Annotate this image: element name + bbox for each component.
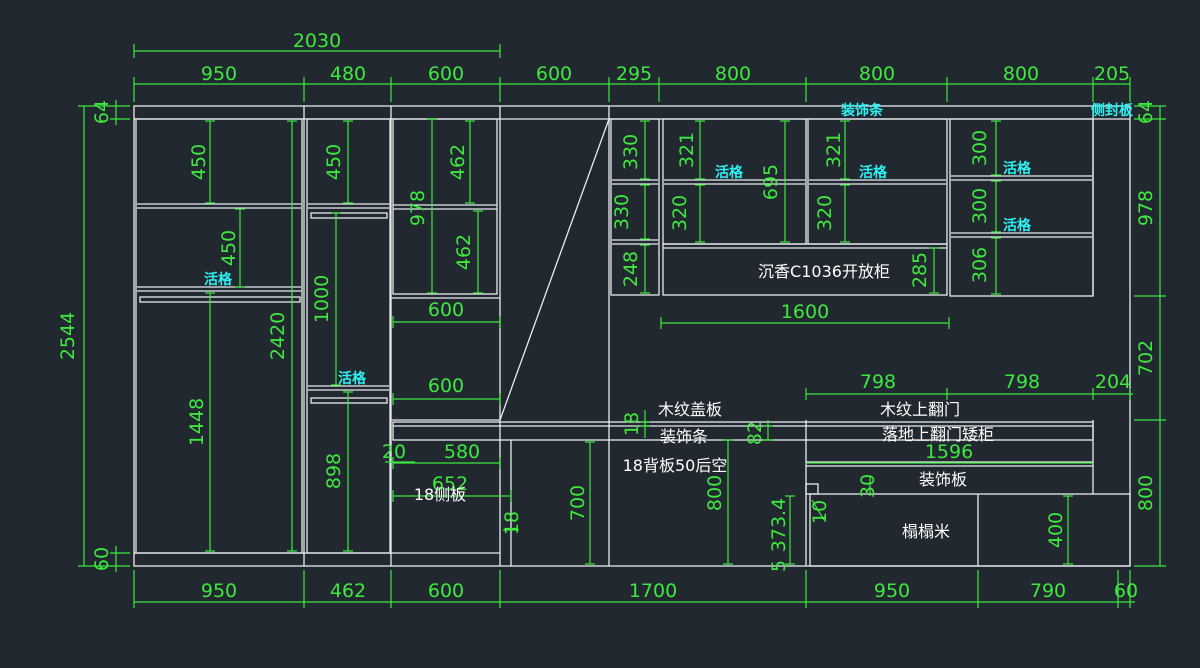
live-shelf-label-4: 活格 [859,164,888,181]
cyan-annotations: 活格 活格 活格 活格 活格 活格 装饰条 侧封板 [204,102,1134,387]
dim-low-c: 204 [1095,371,1131,393]
back-board-label: 18背板50后空 [623,456,728,475]
dim-low-j: 5 [768,560,790,572]
dim-w3-d: 600 [428,299,464,321]
dimension-lines [78,44,1166,608]
tatami-label: 榻榻米 [902,522,950,541]
dim-up-g: 321 [823,132,845,168]
dim-low-n: 400 [1045,512,1067,548]
dim-top-1: 950 [201,63,237,85]
dim-top-5: 295 [616,63,652,85]
dim-low-a: 798 [860,371,896,393]
dim-top-2: 480 [330,63,366,85]
dim-bottom-4: 1700 [629,580,677,602]
dim-up-m: 1600 [781,301,829,323]
dim-low-l: 10 [809,500,831,524]
cabinet-outline [133,105,1131,567]
dim-up-i: 285 [909,252,931,288]
dim-low-h: 800 [704,475,726,511]
dim-up-d: 321 [676,132,698,168]
white-notes: 沉香C1036开放柜 木纹盖板 装饰条 18背板50后空 18侧板 木纹上翻门 … [414,262,994,541]
dim-right-1: 64 [1135,100,1157,124]
dim-up-c: 248 [620,251,642,287]
dim-bottom-6: 790 [1030,580,1066,602]
wood-flip-door-label: 木纹上翻门 [880,400,960,419]
dim-low-k: 373.4 [768,498,790,552]
dim-up-e: 320 [669,195,691,231]
dim-right-3: 702 [1135,340,1157,376]
dim-w3-g: 652 [432,473,468,495]
deco-strip-label: 装饰条 [660,427,708,446]
dim-w2-b: 1000 [311,275,333,323]
open-cabinet-label: 沉香C1036开放柜 [758,262,890,281]
dim-w3-c: 462 [453,234,475,270]
dim-w1-a: 450 [188,144,210,180]
live-shelf-label-5: 活格 [1003,160,1032,177]
dim-up-a: 330 [620,134,642,170]
dim-low-f: 82 [744,421,766,445]
dim-low-e: 18 [621,412,643,436]
dim-w3-b: 462 [447,144,469,180]
dim-top-7: 800 [859,63,895,85]
dim-low-i: 18 [501,511,523,535]
dim-top-3: 600 [428,63,464,85]
dim-left-top: 64 [91,100,113,124]
dim-w1-c: 1448 [186,398,208,446]
dim-bottom-5: 950 [874,580,910,602]
dim-low-g: 700 [567,485,589,521]
dim-top-6: 800 [715,63,751,85]
dim-low-b: 798 [1004,371,1040,393]
dim-w3-h: 20 [382,441,406,463]
live-shelf-label-3: 活格 [715,164,744,181]
dim-bottom-3: 600 [428,580,464,602]
dim-right-2: 978 [1135,190,1157,226]
dim-up-h: 320 [814,195,836,231]
live-shelf-label-2: 活格 [338,370,367,387]
dim-w3-e: 600 [428,375,464,397]
dim-bottom-7: 60 [1114,580,1138,602]
dim-top-8: 800 [1003,63,1039,85]
dim-up-l: 306 [969,247,991,283]
dim-w2-c: 898 [323,453,345,489]
dim-bottom-2: 462 [330,580,366,602]
dim-w3-a: 978 [407,190,429,226]
dim-bottom-1: 950 [201,580,237,602]
dim-right-4: 800 [1135,475,1157,511]
dim-up-b: 330 [611,194,633,230]
deco-strip-top-label: 装饰条 [840,102,884,119]
floor-cabinet-label: 落地上翻门矮柜 [882,425,994,444]
dim-up-j: 300 [969,130,991,166]
dim-low-d: 1596 [925,441,973,463]
dim-w3-f: 580 [444,441,480,463]
dim-w2-a: 450 [323,144,345,180]
side-seal-label: 侧封板 [1091,102,1134,119]
dim-low-m: 30 [857,474,879,498]
wood-cover-label: 木纹盖板 [658,400,722,419]
dim-up-f: 695 [760,164,782,200]
dim-w1-b: 450 [218,230,240,266]
side-board-label: 18侧板 [414,485,466,504]
dimension-texts: 2030 950 480 600 600 295 800 800 800 205… [57,30,1157,602]
deco-board-label: 装饰板 [919,470,967,489]
dim-top-9: 205 [1094,63,1130,85]
dim-left-total: 2544 [57,312,79,360]
dim-top-4: 600 [536,63,572,85]
dim-w1-d: 2420 [267,312,289,360]
live-shelf-label-6: 活格 [1003,217,1032,234]
dim-top-total: 2030 [293,30,341,52]
dim-up-k: 300 [969,188,991,224]
dim-left-bottom: 60 [91,547,113,571]
live-shelf-label-1: 活格 [204,271,233,288]
